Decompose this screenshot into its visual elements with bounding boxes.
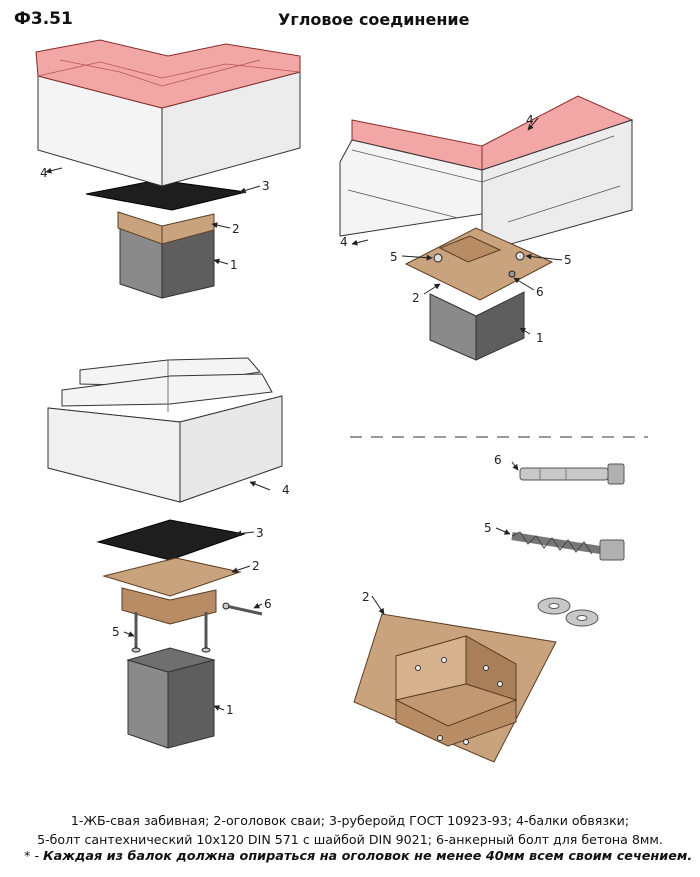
callout-6-d: 6: [264, 597, 272, 611]
cap-plate-right: [404, 227, 554, 301]
callout-3-a: 3: [262, 179, 270, 193]
footnote-mark: * -: [24, 849, 40, 864]
washers-detail: [537, 597, 599, 627]
view-exploded: 4 3 2 6 5 1: [47, 357, 290, 749]
pile-shape-exploded: [126, 647, 216, 749]
callout-1-d: 1: [226, 703, 234, 717]
beam-shape: [35, 39, 301, 187]
roofing-sheet-exploded: [96, 519, 246, 561]
footnote-text: Каждая из балок должна опираться на огол…: [43, 849, 693, 864]
callout-5-b: 5: [390, 250, 398, 264]
anchor-bolt-detail: 6: [494, 453, 625, 485]
bolt-detail: 5: [484, 521, 625, 561]
drawing-title: Угловое соединение: [278, 10, 470, 29]
callout-4-b: 4: [340, 235, 348, 249]
beam-shape-exploded: [47, 357, 283, 503]
legend-line-2: 5-болт сантехнический 10x120 DIN 571 с ш…: [37, 832, 663, 847]
cap-shape-exploded: [102, 557, 242, 625]
callout-6-detail: 6: [494, 453, 502, 467]
callout-2-d: 2: [252, 559, 260, 573]
callout-2-b: 2: [412, 291, 420, 305]
callout-2-a: 2: [232, 222, 240, 236]
callout-4-a: 4: [40, 166, 48, 180]
drawing-code: Ф3.51: [14, 9, 73, 29]
anchor-bolt-exploded: [222, 602, 263, 616]
callout-5-detail: 5: [484, 521, 492, 535]
view-assembled-right: 4 4 5 5 6 2 1: [339, 95, 634, 361]
pile-shape-right: [429, 291, 525, 361]
cap-shape: [117, 211, 215, 245]
callout-4-d: 4: [282, 483, 290, 497]
callout-2-detail: 2: [362, 590, 370, 604]
callout-1-a: 1: [230, 258, 238, 272]
footnote: * - Каждая из балок должна опираться на …: [24, 849, 692, 864]
beam-shape-right: [339, 95, 634, 253]
callout-1-b: 1: [536, 331, 544, 345]
cap-detail: 2: [353, 590, 557, 763]
view-assembled-left: 4 3 2 1: [35, 39, 301, 299]
bolts-exploded: [131, 612, 211, 653]
callout-4-c: 4: [526, 113, 534, 127]
callout-6-b: 6: [536, 285, 544, 299]
callout-3-d: 3: [256, 526, 264, 540]
legend-line-1: 1-ЖБ-свая забивная; 2-оголовок сваи; 3-р…: [70, 813, 630, 828]
callout-5-d: 5: [112, 625, 120, 639]
callout-5-c: 5: [564, 253, 572, 267]
